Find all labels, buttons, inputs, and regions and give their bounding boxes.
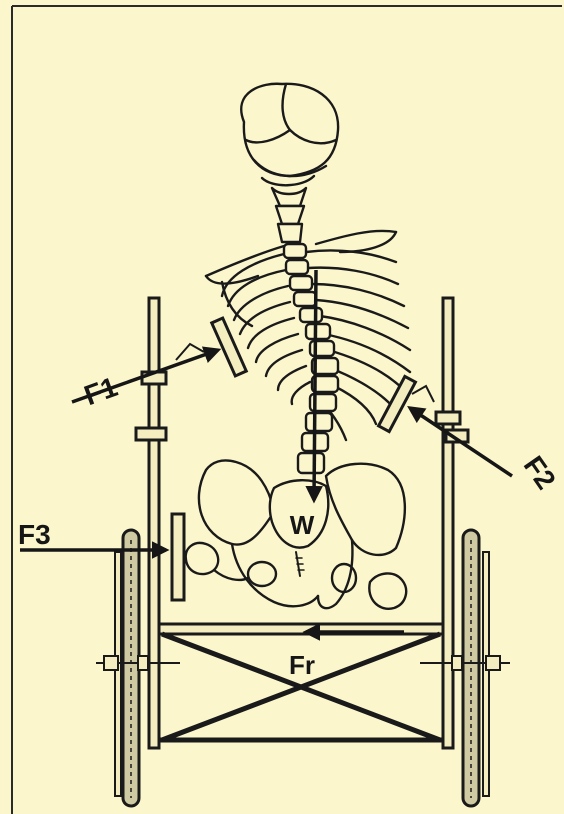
w-arrow	[314, 270, 316, 500]
label-w: W	[290, 510, 315, 540]
f1-pad	[212, 318, 247, 376]
label-f3: F3	[18, 519, 51, 550]
right-wheel	[420, 530, 510, 806]
cervical-spine	[262, 176, 314, 242]
left-wheel	[96, 530, 180, 806]
seat-frame	[159, 624, 443, 740]
label-fr: Fr	[289, 650, 315, 680]
skull	[241, 84, 338, 176]
label-f2: F2	[518, 450, 562, 495]
label-f1: F1	[80, 371, 121, 411]
f3-pad	[172, 514, 184, 600]
wheelchair	[96, 298, 510, 806]
force-arrows	[20, 270, 512, 632]
thoracolumbar-spine	[284, 244, 338, 473]
